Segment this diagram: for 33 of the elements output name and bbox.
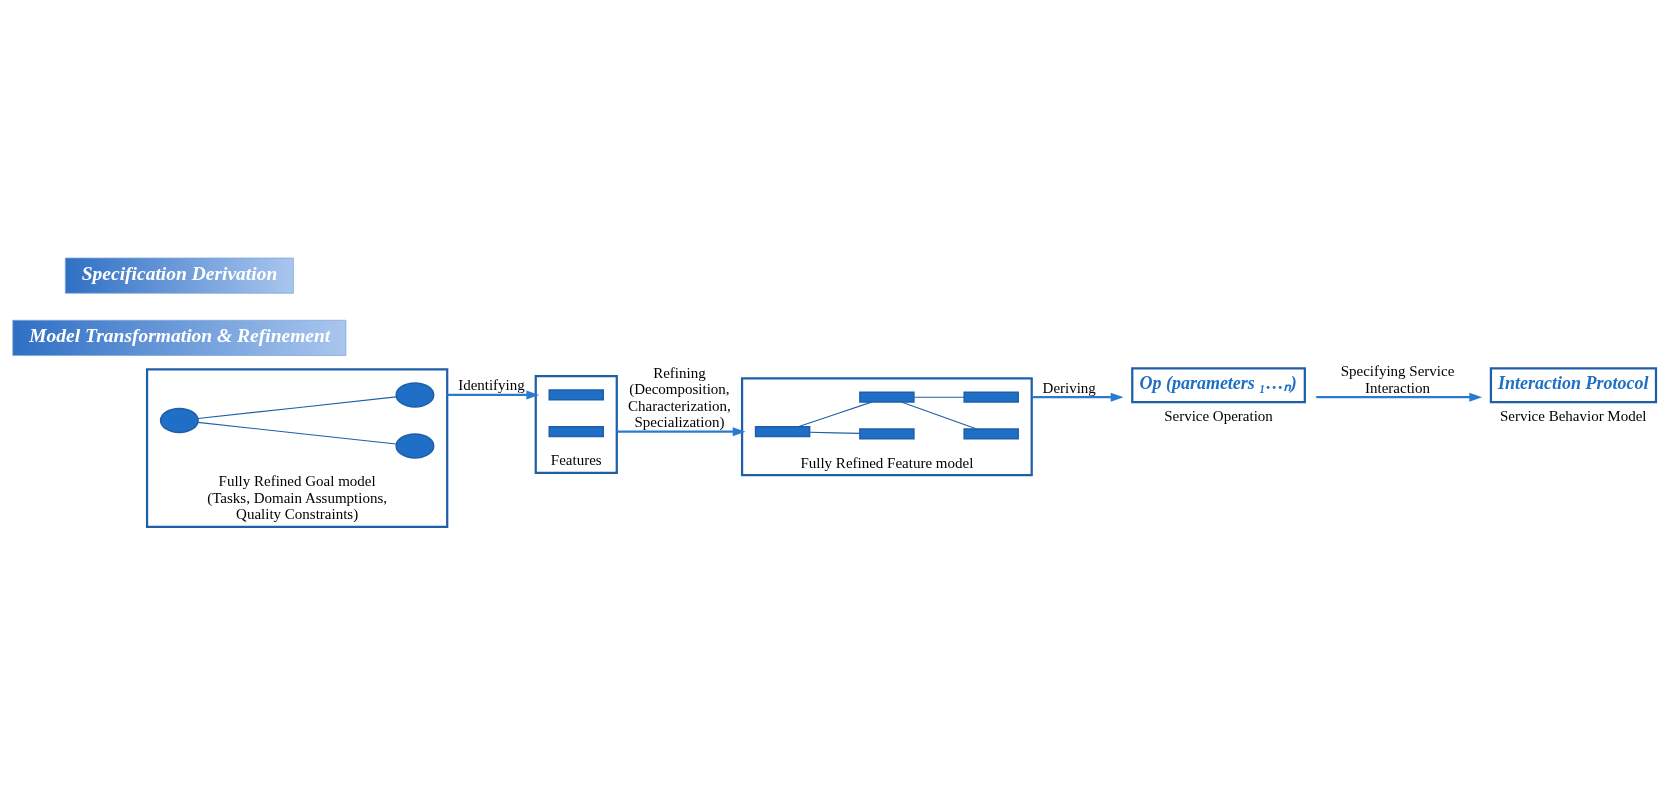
connector xyxy=(809,431,861,434)
node-bar xyxy=(859,391,915,403)
edge-label: Identifying xyxy=(458,376,525,393)
cluster: Fully Refined Feature model xyxy=(740,376,1033,476)
node-ellipse xyxy=(395,432,435,459)
connector xyxy=(900,401,978,430)
cluster: Features xyxy=(534,374,618,474)
node-bar xyxy=(548,425,604,437)
arrow xyxy=(1316,392,1483,402)
edge-label: Specifying Service Interaction xyxy=(1340,362,1455,396)
node-box: Interaction Protocol xyxy=(1489,366,1658,403)
connector xyxy=(913,396,965,398)
node-box: Op (parameters ₁…ₙ) xyxy=(1131,366,1306,403)
node-bar xyxy=(754,425,811,437)
node-box: Model Transformation & Refinement xyxy=(12,319,347,356)
arrow xyxy=(616,426,746,436)
node-bar xyxy=(859,427,915,440)
node-ellipse xyxy=(395,381,435,408)
edge-label: Refining (Decomposition, Characterization, Specialization) xyxy=(627,364,731,430)
connector xyxy=(197,421,397,445)
node-label: Service Operation xyxy=(1164,407,1273,424)
node-box: Specification Derivation xyxy=(64,257,294,294)
connector xyxy=(797,401,872,427)
edge-label: Deriving xyxy=(1042,379,1096,396)
node-bar xyxy=(963,427,1019,440)
node-bar xyxy=(963,391,1019,403)
arrow xyxy=(1031,392,1124,402)
cluster: Fully Refined Goal model (Tasks, Domain Assumptions, Quality Constraints) xyxy=(145,367,449,528)
node-bar xyxy=(548,388,604,401)
node-ellipse xyxy=(159,407,199,433)
arrow xyxy=(447,389,540,399)
node-label: Service Behavior Model xyxy=(1499,407,1647,424)
connector xyxy=(197,395,397,419)
